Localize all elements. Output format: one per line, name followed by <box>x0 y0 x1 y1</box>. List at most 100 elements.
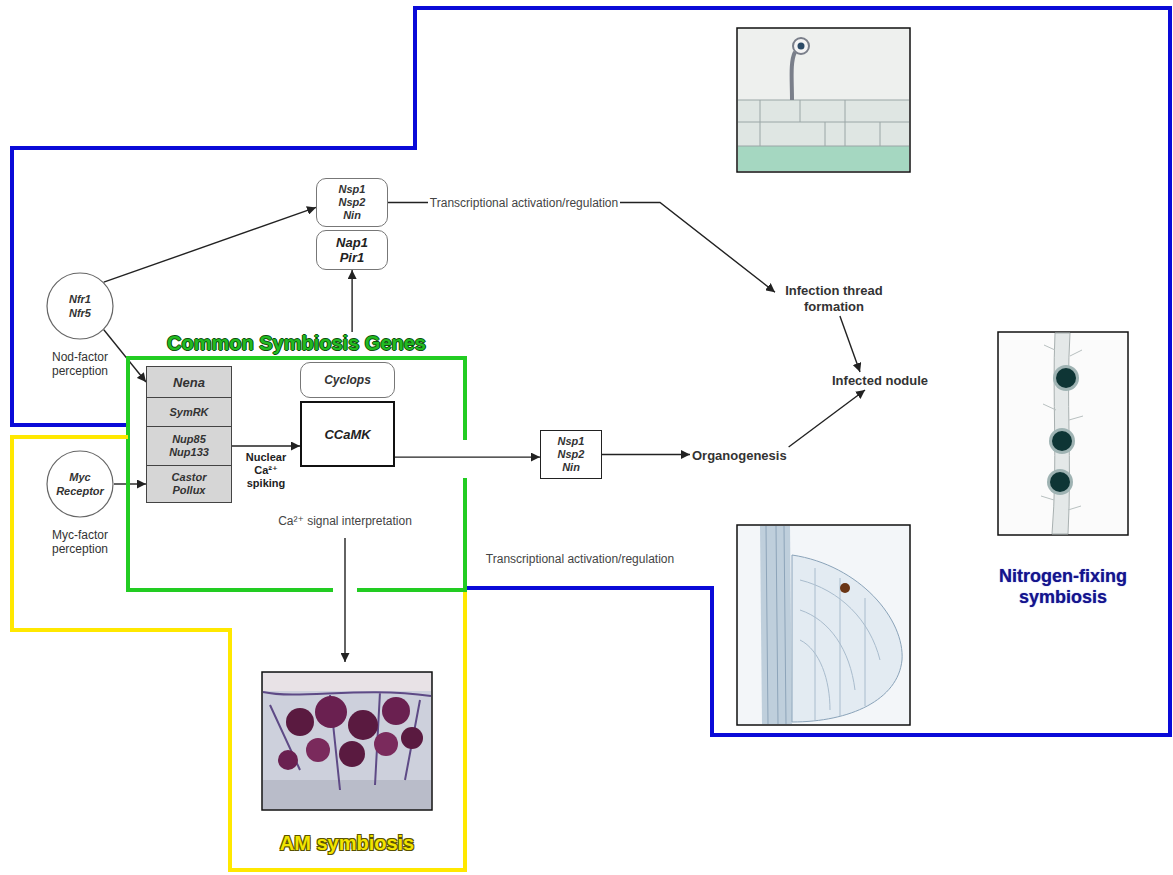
signal-note: Ca²⁺ signal interpretation <box>276 514 414 528</box>
region-title: Nitrogen-fixing symbiosis <box>978 566 1148 608</box>
arbuscule-micrograph <box>262 672 432 810</box>
vesicle <box>306 738 330 762</box>
region-border <box>12 8 1170 735</box>
gene-name: SymRK <box>169 406 208 419</box>
gene-name: Cyclops <box>324 373 371 387</box>
micrograph-frame <box>998 332 1128 535</box>
edge-label-holder: Nuclear Ca²⁺ spiking <box>244 451 288 490</box>
arrow-connector <box>351 270 352 332</box>
process-name: Infected nodule <box>832 373 928 389</box>
gene-cell: Nup85 Nup133 <box>146 426 232 466</box>
common-genes-region: Common Symbiosis GenesNenaSymRK Nup85 Nup… <box>128 332 465 590</box>
gene-name: CCaMK <box>324 427 370 442</box>
root-hair-micrograph <box>737 28 910 172</box>
process-name: Organogenesis <box>692 448 787 464</box>
process-label: Infected nodule <box>830 372 930 390</box>
circle-outline <box>47 273 113 339</box>
perception-caption: Myc-factor perception <box>38 528 122 556</box>
receptor-shape: Myc Receptor <box>46 450 114 518</box>
gene-cell: Nena <box>146 366 232 398</box>
process-label: Organogenesis <box>690 447 789 465</box>
gene-box: Nap1 Pir1 <box>316 230 388 270</box>
vesicle <box>348 710 378 740</box>
arrow-connector <box>395 456 540 457</box>
arrow-connector <box>104 207 316 282</box>
gene-name: Nsp1 Nsp2 Nin <box>339 183 366 222</box>
fungal-hyphae <box>263 692 431 790</box>
epidermis <box>263 673 431 691</box>
nodule-halo <box>1053 365 1079 391</box>
gene-box: CCaMK <box>300 401 395 467</box>
gene-box: Nsp1 Nsp2 Nin <box>540 430 602 479</box>
inner-cortex <box>263 780 431 809</box>
regulation-note: Transcriptional activation/regulation <box>484 552 676 566</box>
gene-box: Nsp1 Nsp2 Nin <box>316 178 388 227</box>
gene-name: Nap1 Pir1 <box>336 235 368 265</box>
infection-site <box>840 583 850 593</box>
vascular-cylinder <box>760 526 792 724</box>
note-holder: Ca²⁺ signal interpretation <box>276 514 414 528</box>
region-border <box>357 478 465 590</box>
gene-name: Castor Pollux <box>172 471 207 497</box>
signal-arrow <box>344 538 345 662</box>
nodule-halo <box>1047 469 1073 495</box>
edge-label-holder: Transcriptional activation/regulation <box>428 196 620 210</box>
cell-walls <box>738 100 909 146</box>
receptor-shape: Nfr1 Nfr5 <box>46 272 114 340</box>
region-border <box>12 437 465 870</box>
note-holder: Transcriptional activation/regulation <box>484 552 676 566</box>
micrograph-frame <box>737 525 910 725</box>
micrograph-frame <box>737 28 910 172</box>
vesicle <box>374 732 398 756</box>
receptor-label: Nfr1 Nfr5 <box>69 292 91 320</box>
region-border <box>128 358 465 590</box>
vesicle <box>401 727 423 749</box>
process-name: Infection thread formation <box>777 283 891 315</box>
circle-outline <box>46 272 114 340</box>
region-title: AM symbiosis <box>262 832 432 854</box>
receptor-label: Myc Receptor <box>56 470 104 498</box>
arrow-connector <box>232 445 300 446</box>
curled-hair-tip <box>793 38 809 54</box>
arrow-connector <box>388 203 775 293</box>
region-title: Common Symbiosis Genes <box>128 332 465 354</box>
edge-label: Transcriptional activation/regulation <box>428 196 620 210</box>
bacteria-colony <box>798 43 805 50</box>
micrograph-frame <box>262 672 432 810</box>
primordium-micrograph <box>737 525 910 725</box>
nodule <box>1056 368 1076 388</box>
perception-caption: Nod-factor perception <box>38 350 122 378</box>
dividing-cells <box>800 568 880 720</box>
vesicle <box>315 696 347 728</box>
vascular-strands <box>766 526 786 724</box>
vesicle <box>278 750 298 770</box>
gene-name: Nena <box>173 375 205 390</box>
nodule <box>1050 472 1070 492</box>
edge-label: Nuclear Ca²⁺ spiking <box>244 451 288 490</box>
root-cells <box>738 100 909 146</box>
arrow-connector <box>104 330 146 382</box>
circle-outline <box>46 450 114 518</box>
am-region: AM symbiosis Myc ReceptorMyc-factor perce… <box>12 437 465 872</box>
arrow-connector <box>602 454 690 455</box>
gene-cell: Castor Pollux <box>146 465 232 503</box>
root-hairs <box>1041 345 1083 510</box>
nodule <box>1052 431 1072 451</box>
gene-name: Nup85 Nup133 <box>169 433 209 459</box>
receptor-circle: Nfr1 Nfr5Nod-factor perception <box>38 272 122 378</box>
circle-outline <box>47 451 113 517</box>
nodule-micrograph <box>998 332 1128 535</box>
process-label: Infection thread formation <box>775 282 893 316</box>
receptor-circle: Myc ReceptorMyc-factor perception <box>38 450 122 556</box>
arrow-connector <box>789 390 865 447</box>
gene-name: Nsp1 Nsp2 Nin <box>558 435 585 474</box>
vesicle <box>382 697 410 725</box>
gene-box: Cyclops <box>300 362 395 398</box>
gene-cell: SymRK <box>146 397 232 427</box>
nodule-primordium <box>792 555 902 722</box>
root-hair <box>792 52 795 100</box>
vesicle <box>339 741 365 767</box>
vesicle <box>286 708 314 736</box>
